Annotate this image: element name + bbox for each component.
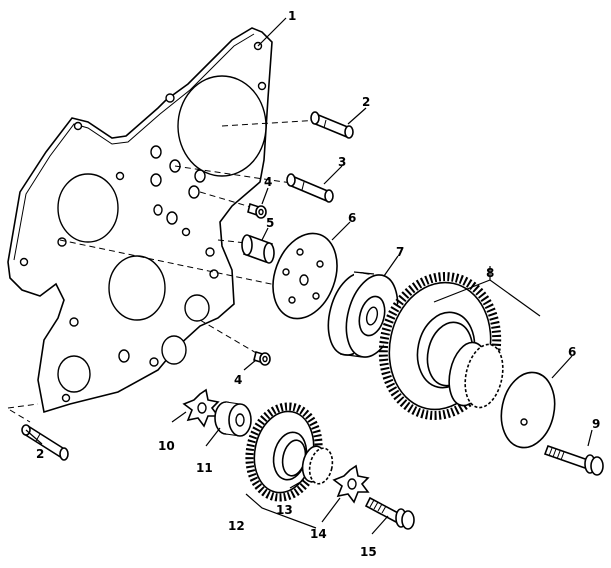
small-bushing bbox=[301, 445, 334, 485]
hub-pulley bbox=[327, 271, 399, 358]
callout-11: 11 bbox=[196, 461, 213, 475]
callout-12: 12 bbox=[228, 519, 245, 533]
callout-14: 14 bbox=[310, 527, 327, 541]
callout-7: 7 bbox=[396, 245, 404, 259]
bolt-lower bbox=[364, 496, 415, 530]
callout-labels: 1 2 3 4 5 6 7 8 6 9 4 2 10 11 12 13 14 1… bbox=[36, 9, 600, 559]
dowel-pin-middle bbox=[286, 173, 334, 203]
callout-4-lower: 4 bbox=[234, 373, 242, 387]
callout-6-lower: 6 bbox=[568, 345, 576, 359]
callout-10: 10 bbox=[158, 439, 175, 453]
leader-lines bbox=[25, 17, 593, 535]
callout-4-upper: 4 bbox=[264, 175, 272, 189]
housing-plate bbox=[7, 27, 273, 414]
callout-3: 3 bbox=[338, 155, 346, 169]
callout-1: 1 bbox=[288, 9, 296, 23]
gear-bushing bbox=[448, 341, 504, 409]
callout-5: 5 bbox=[266, 216, 274, 230]
sleeve bbox=[241, 234, 275, 264]
spacer bbox=[214, 401, 252, 437]
bolt-right bbox=[543, 444, 604, 476]
callout-2-lower: 2 bbox=[36, 447, 44, 461]
small-screw-upper bbox=[247, 202, 267, 219]
star-lock-plate-right bbox=[332, 464, 370, 504]
dowel-pin-upper bbox=[310, 111, 354, 139]
thrust-plate-upper bbox=[272, 232, 338, 320]
callout-8: 8 bbox=[486, 266, 494, 280]
callout-9: 9 bbox=[592, 417, 600, 431]
callout-13: 13 bbox=[276, 503, 293, 517]
small-screw-lower bbox=[253, 350, 271, 366]
callout-6-upper: 6 bbox=[348, 211, 356, 225]
dowel-pin-lower bbox=[21, 424, 69, 461]
star-lock-plate-left bbox=[182, 388, 220, 428]
callout-2-upper: 2 bbox=[362, 95, 370, 109]
callout-15: 15 bbox=[360, 545, 377, 559]
thrust-washer-lower bbox=[500, 371, 556, 449]
